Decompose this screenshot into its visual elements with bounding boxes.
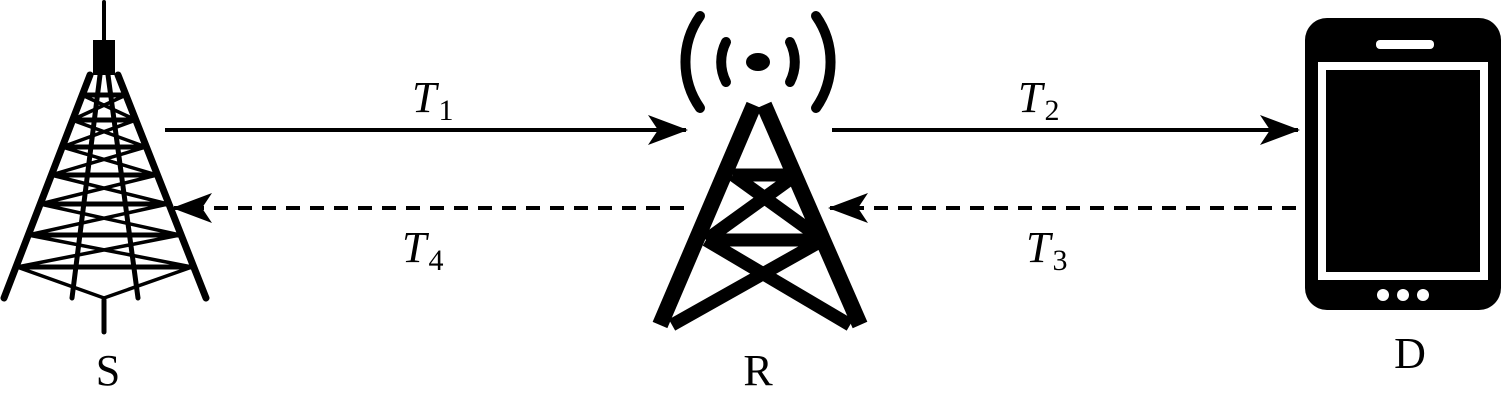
signal-waves-icon — [680, 11, 836, 113]
relay-tower-icon — [652, 101, 868, 331]
mobile-phone-icon — [1305, 18, 1501, 310]
link-t4-label: T4 — [402, 223, 443, 277]
link-t3-label: T3 — [1026, 223, 1067, 277]
link-t1-label: T1 — [412, 73, 453, 127]
relay-label: R — [743, 346, 773, 395]
source-label: S — [96, 346, 120, 395]
destination-label: D — [1394, 329, 1426, 378]
link-t2-label: T2 — [1018, 73, 1059, 127]
source-tower-icon — [0, 0, 210, 335]
